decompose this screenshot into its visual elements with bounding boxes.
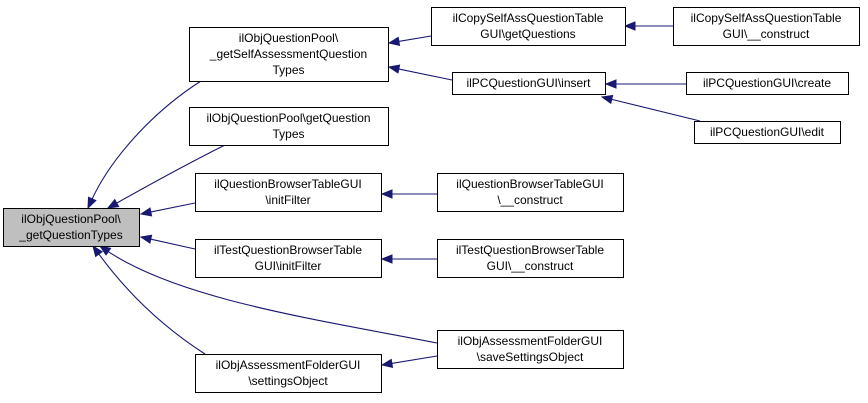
edge-selfassess-to-root (91, 80, 202, 201)
node-label-tqbconstruct-0: ilTestQuestionBrowserTable (456, 243, 604, 257)
arrowhead-getqtypes-to-root (106, 198, 120, 209)
node-label-selfassess-1: _getSelfAssessmentQuestion (209, 47, 367, 61)
node-label-tqbconstruct-1: GUI\__construct (487, 259, 574, 273)
arrowhead-afsave-to-root (98, 245, 112, 256)
node-label-afsave-1: \saveSettingsObject (477, 350, 584, 364)
node-label-copyconstruct-0: ilCopySelfAssQuestionTable (691, 11, 842, 25)
node-label-tqbrowser-1: GUI\initFilter (255, 259, 322, 273)
node-box-getqtypes[interactable] (189, 107, 389, 146)
node-box-qbconstruct[interactable] (437, 173, 624, 212)
node-label-pcedit-0: ilPCQuestionGUI\edit (710, 125, 825, 139)
edge-tqbrowser-to-root (149, 238, 196, 250)
node-box-afsave[interactable] (437, 330, 624, 369)
arrowhead-afsettings-to-root (92, 244, 104, 258)
node-box-copyconstruct[interactable] (673, 7, 860, 46)
node-label-qbconstruct-1: \__construct (497, 193, 563, 207)
node-label-tqbrowser-0: ilTestQuestionBrowserTable (214, 243, 362, 257)
edge-pcedit-to-pcinsert (610, 98, 701, 122)
node-getqtypes[interactable]: ilObjQuestionPool\getQuestionTypes (189, 107, 389, 146)
node-box-qbrowser[interactable] (195, 173, 382, 212)
node-tqbconstruct[interactable]: ilTestQuestionBrowserTableGUI\__construc… (437, 239, 624, 278)
node-box-afsettings[interactable] (195, 354, 382, 393)
node-label-afsave-0: ilObjAssessmentFolderGUI (458, 334, 603, 348)
node-label-qbrowser-0: ilQuestionBrowserTableGUI (214, 177, 361, 191)
node-label-qbconstruct-0: ilQuestionBrowserTableGUI (456, 177, 603, 191)
node-label-afsettings-1: \settingsObject (248, 374, 328, 388)
node-label-afsettings-0: ilObjAssessmentFolderGUI (216, 358, 361, 372)
edge-afsave-to-root (107, 250, 438, 344)
arrowhead-pccreate-to-pcinsert (604, 79, 617, 89)
arrowhead-copygetq-to-selfassess (387, 36, 401, 46)
arrowhead-pcinsert-to-selfassess (387, 64, 401, 74)
edge-getqtypes-to-root (115, 144, 226, 205)
arrowhead-copyconstruct-to-copygetq (623, 21, 636, 31)
arrowhead-selfassess-to-root (87, 196, 97, 210)
node-afsave[interactable]: ilObjAssessmentFolderGUI \saveSettingsObj… (437, 330, 624, 369)
node-label-getqtypes-0: ilObjQuestionPool\getQuestion (206, 111, 370, 125)
node-box-tqbconstruct[interactable] (437, 239, 624, 278)
node-label-root-1: _getQuestionTypes (18, 228, 122, 242)
node-qbrowser[interactable]: ilQuestionBrowserTableGUI \initFilter (195, 173, 382, 212)
node-pcinsert[interactable]: ilPCQuestionGUI\insert (452, 72, 606, 95)
node-box-copygetq[interactable] (431, 7, 626, 46)
node-copyconstruct[interactable]: ilCopySelfAssQuestionTableGUI\__construc… (673, 7, 860, 46)
node-pcedit[interactable]: ilPCQuestionGUI\edit (694, 121, 841, 144)
arrowhead-afsave-to-afsettings (380, 358, 394, 368)
node-box-root[interactable] (3, 208, 140, 247)
nodes-layer: ilObjQuestionPool\_getQuestionTypesilObj… (3, 7, 860, 393)
node-box-pcinsert[interactable] (452, 72, 606, 95)
node-label-selfassess-0: ilObjQuestionPool\ (239, 31, 339, 45)
arrowhead-pcedit-to-pcinsert (600, 94, 614, 105)
node-label-selfassess-2: Types (272, 63, 304, 77)
edge-qbrowser-to-root (149, 202, 196, 213)
arrowhead-tqbrowser-to-root (139, 234, 153, 244)
node-label-getqtypes-1: Types (272, 127, 304, 141)
node-box-pccreate[interactable] (686, 72, 849, 95)
node-label-pccreate-0: ilPCQuestionGUI\create (703, 76, 831, 90)
node-box-tqbrowser[interactable] (195, 239, 382, 278)
arrowhead-qbconstruct-to-qbrowser (380, 189, 393, 199)
node-label-qbrowser-1: \initFilter (265, 193, 310, 207)
arrowhead-qbrowser-to-root (139, 207, 153, 217)
node-label-copygetq-0: ilCopySelfAssQuestionTable (453, 11, 604, 25)
node-copygetq[interactable]: ilCopySelfAssQuestionTableGUI\getQuestio… (431, 7, 626, 46)
node-pccreate[interactable]: ilPCQuestionGUI\create (686, 72, 849, 95)
edge-copygetq-to-selfassess (397, 35, 432, 43)
node-box-pcedit[interactable] (694, 121, 841, 144)
edge-afsettings-to-root (97, 252, 206, 355)
arrowhead-tqbconstruct-to-tqbrowser (380, 254, 393, 264)
node-label-copygetq-1: GUI\getQuestions (480, 27, 575, 41)
edges-layer (87, 21, 701, 368)
node-label-copyconstruct-1: GUI\__construct (723, 27, 810, 41)
node-box-selfassess[interactable] (189, 27, 389, 82)
node-afsettings[interactable]: ilObjAssessmentFolderGUI \settingsObject (195, 354, 382, 393)
node-root[interactable]: ilObjQuestionPool\ _getQuestionTypes (3, 208, 140, 247)
node-label-root-0: ilObjQuestionPool\ (21, 212, 121, 226)
edge-afsave-to-afsettings (390, 355, 438, 365)
node-selfassess[interactable]: ilObjQuestionPool\ _getSelfAssessmentQues… (189, 27, 389, 82)
node-label-pcinsert-0: ilPCQuestionGUI\insert (466, 76, 591, 90)
node-qbconstruct[interactable]: ilQuestionBrowserTableGUI \__construct (437, 173, 624, 212)
edge-pcinsert-to-selfassess (397, 68, 453, 81)
